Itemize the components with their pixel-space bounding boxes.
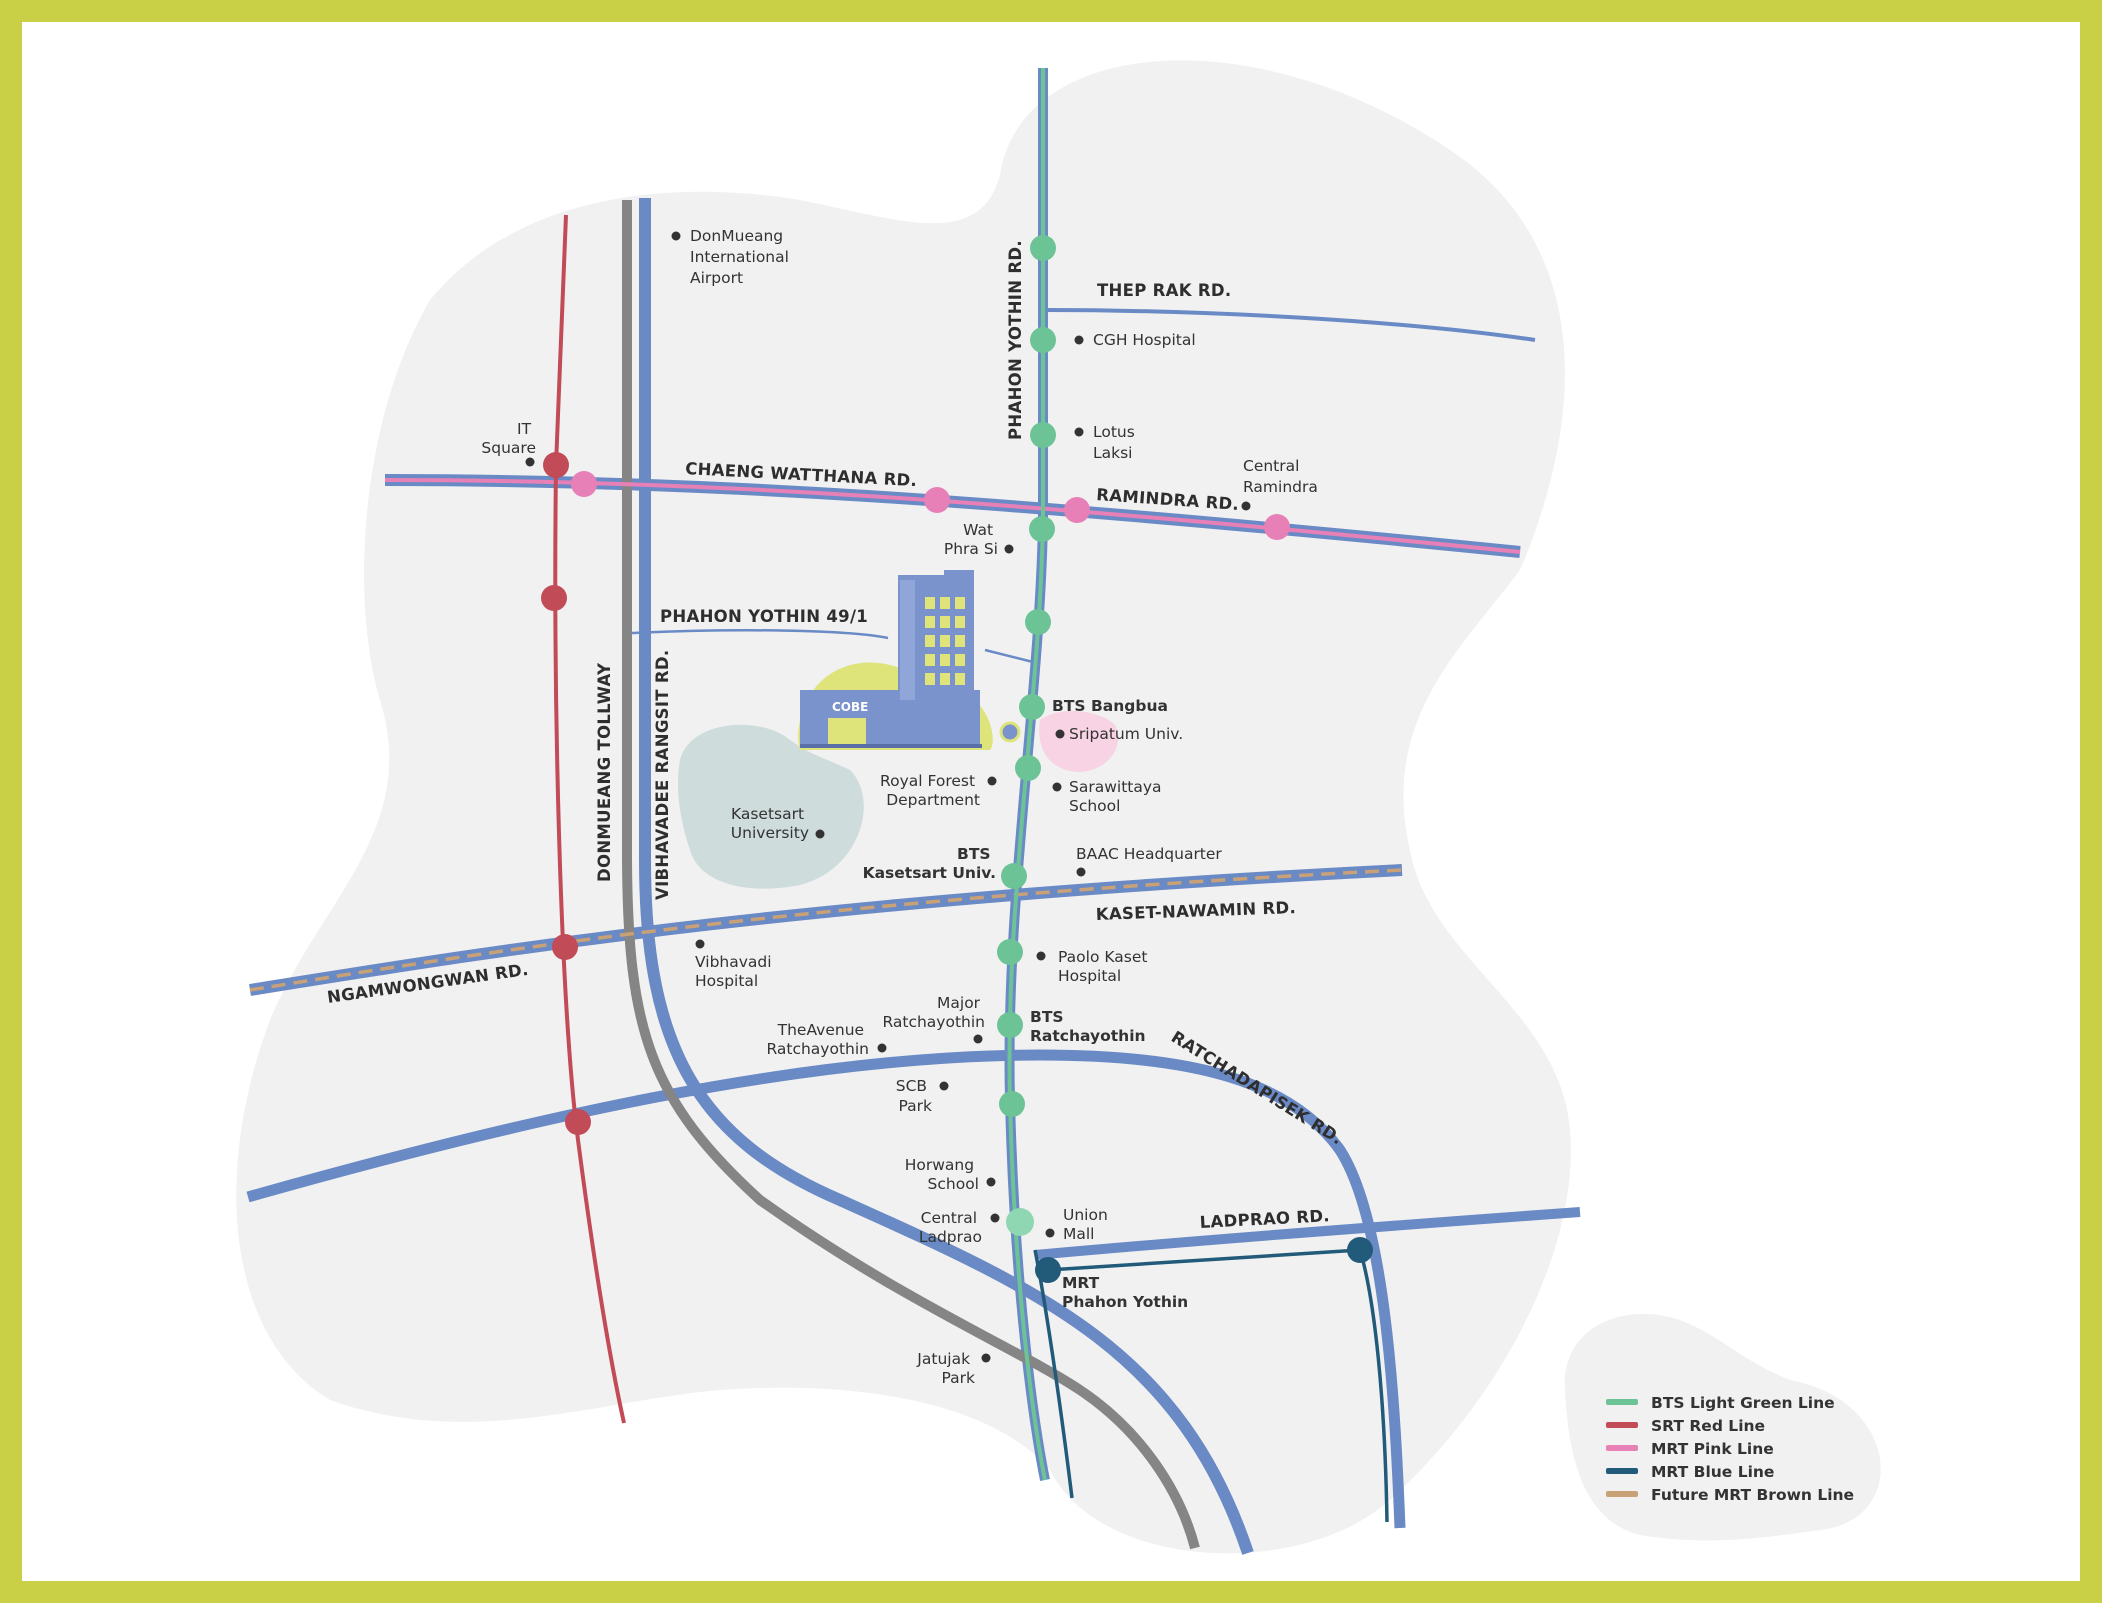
label-lotus-laksi: Lotus Laksi — [1093, 423, 1140, 462]
ladprao-road — [1034, 1207, 1581, 1260]
pink-station[interactable] — [924, 487, 950, 513]
legend-background-blob — [1564, 1313, 1881, 1541]
mrt-station-phahon-yothin[interactable] — [1035, 1257, 1061, 1283]
phahon-yothin-49-road-east — [984, 648, 1034, 664]
label-paolo: Paolo Kaset Hospital — [1058, 948, 1152, 985]
srt-stations — [541, 452, 591, 1135]
label-central-ramindra: Central Ramindra — [1243, 457, 1318, 496]
srt-station[interactable] — [552, 934, 578, 960]
donmueang-tollway — [622, 200, 1200, 1550]
srt-station[interactable] — [565, 1109, 591, 1135]
label-theavenue: TheAvenue Ratchayothin — [766, 1021, 869, 1058]
bts-stations — [997, 235, 1056, 1236]
future-mrt-brown-line — [249, 868, 1403, 992]
place-labels: DonMueang International Airport CGH Hosp… — [481, 227, 1317, 1387]
sripatum-area — [1039, 710, 1119, 772]
bts-station[interactable] — [997, 939, 1023, 965]
label-donmueang: DonMueang International Airport — [690, 227, 794, 287]
road-label-phahon-yothin-49: PHAHON YOTHIN 49/1 — [660, 607, 868, 626]
label-mrt-phahon-yothin: MRT Phahon Yothin — [1062, 1274, 1188, 1311]
label-scb-park: SCB Park — [896, 1077, 932, 1115]
legend-label-bts: BTS Light Green Line — [1651, 1394, 1835, 1412]
mrt-blue-stations — [1035, 1237, 1373, 1283]
bts-station-kasetsart[interactable] — [1001, 863, 1027, 889]
label-union-mall: Union Mall — [1063, 1206, 1113, 1243]
legend-label-pink: MRT Pink Line — [1651, 1440, 1774, 1458]
srt-station[interactable] — [543, 452, 569, 478]
kasetsart-university-area — [678, 724, 864, 889]
road-label-vibhavadee: VIBHAVADEE RANGSIT RD. — [653, 650, 672, 900]
bts-station-ratchayothin[interactable] — [997, 1012, 1023, 1038]
bts-light-green-line — [1007, 68, 1047, 1481]
pink-station[interactable] — [1264, 514, 1290, 540]
legend-label-brown: Future MRT Brown Line — [1651, 1486, 1854, 1504]
mrt-station[interactable] — [1347, 1237, 1373, 1263]
bts-station[interactable] — [1029, 516, 1055, 542]
road-label-thep-rak: THEP RAK RD. — [1097, 281, 1231, 300]
legend-swatch-bts — [1606, 1399, 1638, 1405]
building-sign: COBE — [832, 700, 868, 714]
label-sripatum: Sripatum Univ. — [1069, 725, 1183, 743]
legend-swatch-srt — [1606, 1422, 1638, 1428]
label-bts-bangbua: BTS Bangbua — [1052, 697, 1168, 715]
map-legend: BTS Light Green Line SRT Red Line MRT Pi… — [1606, 1394, 1854, 1504]
bts-station[interactable] — [999, 1091, 1025, 1117]
label-cgh-hospital: CGH Hospital — [1093, 331, 1196, 349]
label-major: Major Ratchayothin — [882, 994, 985, 1031]
srt-station[interactable] — [541, 585, 567, 611]
bts-station[interactable] — [1030, 327, 1056, 353]
road-label-phahon-yothin: PHAHON YOTHIN RD. — [1006, 240, 1025, 440]
label-central-ladprao: Central Ladprao — [919, 1209, 982, 1246]
phahon-yothin-49-road — [631, 629, 889, 640]
cobe-building-icon: COBE — [800, 570, 982, 748]
legend-swatch-blue — [1606, 1468, 1638, 1474]
label-wat-phra-si: Wat Phra Si — [944, 521, 998, 558]
label-royal-forest: Royal Forest Department — [880, 772, 980, 809]
label-horwang: Horwang School — [905, 1156, 979, 1193]
pink-stations — [571, 471, 1290, 540]
road-label-donmueang-tollway: DONMUEANG TOLLWAY — [595, 662, 614, 882]
pink-station[interactable] — [571, 471, 597, 497]
label-vibhavadi-hospital: Vibhavadi Hospital — [695, 953, 776, 990]
bts-station[interactable] — [1015, 755, 1041, 781]
label-it-square: IT Square — [481, 420, 536, 457]
bts-station[interactable] — [1030, 235, 1056, 261]
vibhavadee-rangsit-road — [639, 198, 1254, 1555]
legend-swatch-pink — [1606, 1445, 1638, 1451]
label-baac: BAAC Headquarter — [1076, 845, 1222, 863]
bts-station[interactable] — [1030, 422, 1056, 448]
legend-label-blue: MRT Blue Line — [1651, 1463, 1774, 1481]
label-kasetsart-university: Kasetsart University — [731, 805, 809, 842]
label-sarawittaya: Sarawittaya School — [1069, 778, 1166, 815]
mrt-pink-line — [384, 478, 1521, 554]
label-bts-kasetsart: BTS Kasetsart Univ. — [863, 845, 996, 882]
place-dots — [525, 231, 1251, 1363]
pink-station[interactable] — [1064, 497, 1090, 523]
label-jatujak: Jatujak Park — [916, 1350, 975, 1387]
bts-station[interactable] — [1025, 609, 1051, 635]
legend-label-srt: SRT Red Line — [1651, 1417, 1765, 1435]
bts-station-interchange[interactable] — [1006, 1208, 1034, 1236]
project-location-marker[interactable] — [999, 721, 1021, 743]
thep-rak-road — [1044, 308, 1536, 342]
bts-station-bangbua[interactable] — [1019, 694, 1045, 720]
legend-swatch-brown — [1606, 1491, 1638, 1497]
map-background-blob — [236, 60, 1571, 1554]
srt-red-line — [553, 214, 626, 1424]
label-bts-ratchayothin: BTS Ratchayothin — [1030, 1008, 1146, 1045]
